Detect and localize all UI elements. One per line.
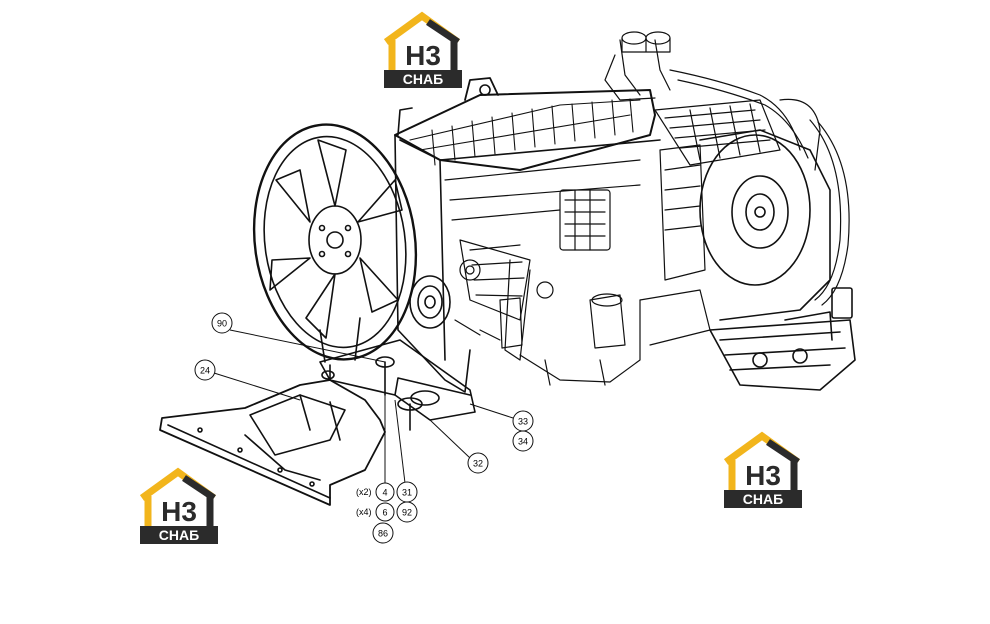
callout-33[interactable]: 33 — [512, 410, 534, 432]
fan — [252, 123, 418, 363]
logo-snab-text: СНАБ — [159, 527, 199, 543]
pulley — [409, 275, 451, 329]
support-plate — [159, 379, 386, 506]
callout-label: 90 — [217, 319, 227, 329]
callout-92[interactable]: 92 — [396, 501, 418, 523]
callout-24[interactable]: 24 — [194, 359, 216, 381]
callout-label: 32 — [473, 459, 483, 469]
callout-label: 4 — [382, 488, 387, 498]
callout-34[interactable]: 34 — [512, 430, 534, 452]
flywheel-housing — [699, 129, 856, 391]
logo-h3-text: H3 — [405, 40, 441, 71]
part-callouts: 90 24 33 34 32 4 31 6 — [194, 312, 534, 544]
leader-lines — [213, 329, 514, 484]
quantity-x2: (x2) — [356, 487, 372, 497]
callout-90[interactable]: 90 — [211, 312, 233, 334]
logo-h3-text: H3 — [161, 496, 197, 527]
watermark-logo-right: H3 СНАБ — [724, 436, 802, 508]
callout-6[interactable]: 6 — [375, 502, 395, 522]
ecu-module — [604, 31, 850, 306]
valve-cover — [409, 98, 641, 166]
engine-illustration — [159, 31, 856, 506]
callout-4[interactable]: 4 — [375, 482, 395, 502]
callout-label: 31 — [402, 488, 412, 498]
callout-32[interactable]: 32 — [467, 452, 489, 474]
logo-snab-text: СНАБ — [743, 491, 783, 507]
logo-snab-text: СНАБ — [403, 71, 443, 87]
watermark-logo-left: H3 СНАБ — [140, 472, 218, 544]
logo-h3-text: H3 — [745, 460, 781, 491]
callout-label: 34 — [518, 437, 528, 447]
watermark-logo-top: H3 СНАБ — [384, 16, 462, 88]
callout-31[interactable]: 31 — [396, 481, 418, 503]
callout-label: 6 — [382, 508, 387, 518]
engine-mount-bracket — [319, 339, 476, 431]
quantity-x4: (x4) — [356, 507, 372, 517]
callout-86[interactable]: 86 — [372, 522, 394, 544]
callout-label: 86 — [378, 529, 388, 539]
callout-label: 92 — [402, 508, 412, 518]
callout-label: 24 — [200, 366, 210, 376]
callout-label: 33 — [518, 417, 528, 427]
